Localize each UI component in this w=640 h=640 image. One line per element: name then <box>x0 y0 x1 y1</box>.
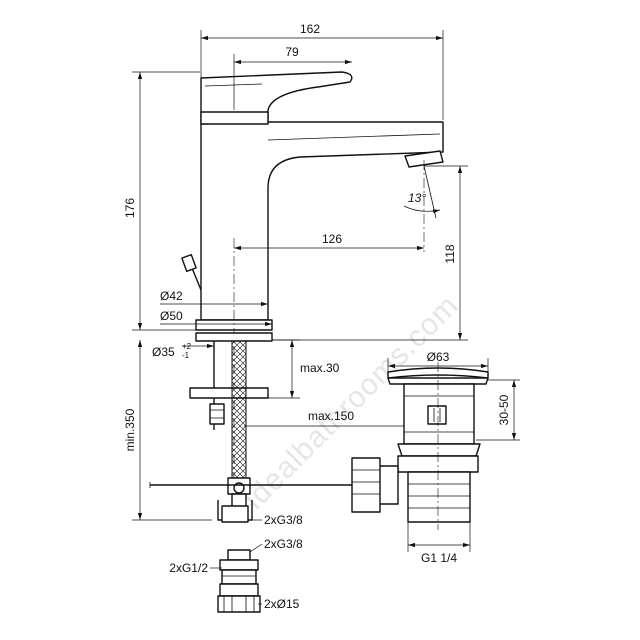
dim-max-150: max.150 <box>308 409 354 423</box>
dim-handle-offset: 79 <box>285 45 299 59</box>
dim-conn-g38-a: 2xG3/8 <box>264 513 303 527</box>
dim-angle: 13° <box>408 191 426 205</box>
dim-height: 176 <box>123 198 137 218</box>
dim-min-350: min.350 <box>123 408 137 451</box>
dim-waste-thread: G1 1/4 <box>421 551 457 565</box>
dim-hole-diameter: Ø35 <box>152 345 175 359</box>
dim-conn-g12: 2xG1/2 <box>169 561 208 575</box>
dim-max-30: max.30 <box>300 361 340 375</box>
dimension-lines <box>132 30 468 521</box>
connector-adapter <box>210 519 263 613</box>
dim-hole-tol-minus: -1 <box>182 351 190 360</box>
dim-conn-d15: 2xØ15 <box>264 597 300 611</box>
dim-waste-height: 30-50 <box>497 394 511 425</box>
dim-hole-tol-plus: +2 <box>182 342 192 351</box>
waste-dimensions <box>387 358 520 552</box>
dim-base-diameter-50: Ø50 <box>160 309 183 323</box>
dim-spout-height: 118 <box>443 244 457 263</box>
mounting-assembly <box>149 332 358 523</box>
dim-spout-reach: 126 <box>322 232 342 246</box>
dim-base-diameter-42: Ø42 <box>160 289 183 303</box>
faucet-body <box>181 71 444 331</box>
dim-conn-g38-b: 2xG3/8 <box>264 537 303 551</box>
dim-waste-diameter: Ø63 <box>427 350 450 364</box>
dim-overall-width: 162 <box>300 22 320 36</box>
pop-up-waste <box>351 362 489 530</box>
